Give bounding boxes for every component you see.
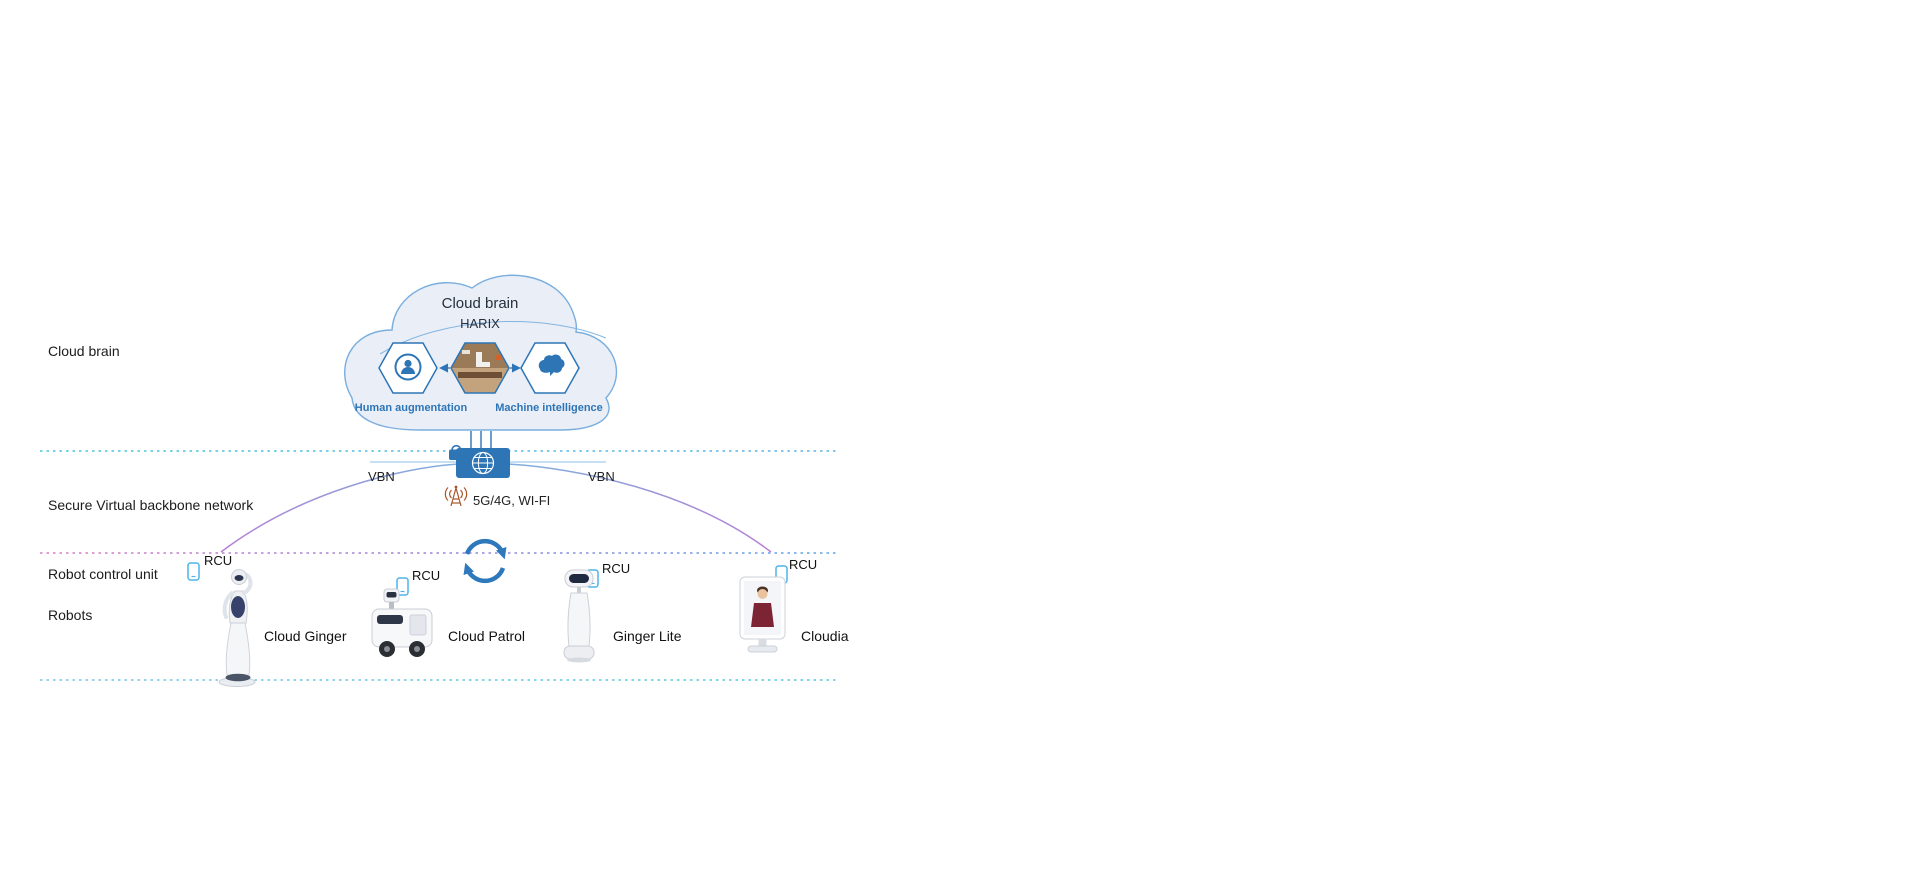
wireless-label: 5G/4G, WI-FI	[473, 493, 551, 508]
rcu-label-2: RCU	[412, 568, 441, 583]
vbn-label-left: VBN	[368, 469, 395, 484]
layer-label-robots: Robots	[48, 607, 93, 623]
robot-cloudia-image	[739, 576, 786, 653]
rcu-label-1: RCU	[204, 553, 233, 568]
brain-icon	[538, 354, 565, 376]
vbn-curve-left	[220, 463, 459, 553]
robot-name-cloudia: Cloudia	[801, 628, 849, 644]
hexagon-machine-intelligence	[520, 342, 580, 394]
rcu-label-3: RCU	[602, 561, 631, 576]
rcu-phone-icon-2	[396, 577, 409, 596]
cloud-orbit-line	[379, 321, 607, 355]
rcu-label-4: RCU	[789, 557, 818, 572]
antenna-icon	[444, 485, 468, 507]
robot-name-ginger-lite: Ginger Lite	[613, 628, 682, 644]
person-icon	[394, 353, 422, 381]
vbn-curve-right	[507, 463, 772, 553]
human-augmentation-label: Human augmentation	[354, 402, 468, 414]
cloud-subtitle: HARIX	[460, 316, 500, 331]
machine-intelligence-label: Machine intelligence	[495, 402, 603, 414]
hexagon-scene	[450, 342, 510, 394]
robot-name-cloud-ginger: Cloud Ginger	[264, 628, 347, 644]
cloud-title: Cloud brain	[441, 295, 519, 312]
hexagon-human-augmentation	[378, 342, 438, 394]
robot-ginger-lite-image	[563, 569, 595, 663]
vbn-label-right: VBN	[588, 469, 615, 484]
layer-label-rcu: Robot control unit	[48, 566, 158, 582]
cloud-gateway-links	[470, 431, 492, 449]
rcu-phone-icon-1	[187, 562, 200, 581]
globe-icon	[456, 448, 510, 478]
robot-cloud-patrol-image	[371, 588, 433, 657]
layer-label-vbn: Secure Virtual backbone network	[48, 497, 254, 513]
sync-icon	[463, 538, 507, 584]
layer-label-cloud-brain: Cloud brain	[48, 343, 120, 359]
robot-name-cloud-patrol: Cloud Patrol	[448, 628, 526, 644]
robot-cloud-ginger-image	[218, 569, 256, 687]
